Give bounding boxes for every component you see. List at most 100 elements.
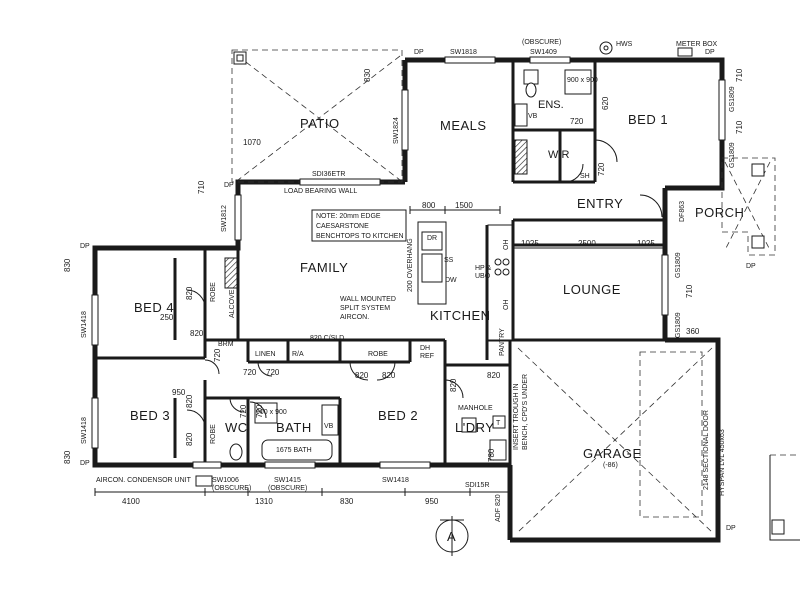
dim-720-ens: 720 xyxy=(570,117,584,126)
label-obscure-top: (OBSCURE) xyxy=(522,39,561,46)
label-sw1415: SW1415 xyxy=(274,477,301,484)
room-wir: WIR xyxy=(548,149,569,161)
label-brm: BRM xyxy=(218,341,234,348)
note-line-3: BENCHTOPS TO KITCHEN xyxy=(316,233,404,240)
porch-outline xyxy=(721,157,776,256)
door-swings xyxy=(186,139,663,429)
room-kitchen: KITCHEN xyxy=(430,308,491,323)
label-gs1809-c: GS1809 xyxy=(675,252,682,278)
note-line-2: CAESARSTONE xyxy=(316,223,369,230)
room-bath: BATH xyxy=(276,420,312,435)
label-pantry: PANTRY xyxy=(499,328,506,356)
dim-1500: 1500 xyxy=(455,201,473,210)
label-adf820: ADF 820 xyxy=(495,494,502,522)
label-dp-top: DP xyxy=(414,49,424,56)
room-bed4: BED 4 xyxy=(134,300,174,315)
dim-250: 250 xyxy=(160,313,174,322)
dim-950-b3: 950 xyxy=(172,388,186,397)
internal-walls xyxy=(95,62,665,465)
label-tub: 1675 BATH xyxy=(276,447,312,454)
dim-1025-a: 1025 xyxy=(521,239,539,248)
label-trough-2: BENCH, CPD'S UNDER xyxy=(522,374,529,450)
dimensions: 830 710 710 1070 710 800 1500 1025 2500 … xyxy=(63,68,744,506)
label-sdi15r: SDI15R xyxy=(465,482,490,489)
label-dp-bl: DP xyxy=(80,460,90,467)
label-sw1006: SW1006 xyxy=(212,477,239,484)
label-dp-porch: DP xyxy=(746,263,756,270)
patio-outline xyxy=(231,49,403,183)
label-obscure-2: (OBSCURE) xyxy=(268,485,307,492)
dim-1025-b: 1025 xyxy=(637,239,655,248)
label-gs1809-d: GS1809 xyxy=(675,312,682,338)
label-trough-1: INSERT TROUGH IN xyxy=(513,383,520,450)
label-sw1824: SW1824 xyxy=(393,117,400,144)
label-hp-ubo-1: HP & xyxy=(475,265,492,272)
dim-950: 950 xyxy=(425,497,439,506)
label-dp-meter: DP xyxy=(705,49,715,56)
dim-4100: 4100 xyxy=(122,497,140,506)
label-sdi36etr: SDI36ETR xyxy=(312,171,345,178)
label-dh: DH xyxy=(420,345,430,352)
kitchen-note: NOTE: 20mm EDGE CAESARSTONE BENCHTOPS TO… xyxy=(311,209,407,242)
dim-2500: 2500 xyxy=(578,239,596,248)
label-sw1418-b: SW1418 xyxy=(81,417,88,444)
label-ss: SS xyxy=(444,257,454,264)
dim-720-brm: 720 xyxy=(213,348,222,362)
label-obscure-1: (OBSCURE) xyxy=(212,485,251,492)
section-marker-letter: A xyxy=(447,529,456,544)
dim-780: 780 xyxy=(487,448,496,462)
room-labels: PATIO MEALS ENS. BED 1 WIR ENTRY PORCH F… xyxy=(130,99,744,469)
label-sw1418-bot: SW1418 xyxy=(382,477,409,484)
label-overhang: 200 OVERHANG xyxy=(407,238,414,292)
room-family: FAMILY xyxy=(300,260,348,275)
label-alcove: ALCOVE xyxy=(229,289,236,318)
label-split-3: AIRCON. xyxy=(340,314,369,321)
dim-1070: 1070 xyxy=(243,138,261,147)
room-ens: ENS. xyxy=(538,99,564,111)
label-gs1809-a: GS1809 xyxy=(729,86,736,112)
room-garage: GARAGE xyxy=(583,446,642,461)
label-linen: LINEN xyxy=(255,351,276,358)
dim-720-bath: 720 xyxy=(255,404,264,418)
dim-820-b2a: 820 xyxy=(355,371,369,380)
label-hyspan: HYSPAN LVL 450x63 xyxy=(719,429,726,496)
dim-830-left: 830 xyxy=(63,258,72,272)
garage-outline xyxy=(517,347,713,533)
dim-720-a: 720 xyxy=(243,368,257,377)
dim-820-b3b: 820 xyxy=(185,432,194,446)
dim-800: 800 xyxy=(422,201,436,210)
dim-830-bot: 830 xyxy=(63,450,72,464)
room-ldry: L'DRY xyxy=(455,420,494,435)
neighbour-fragment xyxy=(769,454,800,541)
label-sw1409: SW1409 xyxy=(530,49,557,56)
room-entry: ENTRY xyxy=(577,196,623,211)
room-bed1: BED 1 xyxy=(628,112,668,127)
dim-710-patio: 710 xyxy=(197,180,206,194)
room-bed3: BED 3 xyxy=(130,408,170,423)
windows xyxy=(91,56,726,469)
label-robe-bed2: ROBE xyxy=(368,351,388,358)
dim-820-b2b: 820 xyxy=(382,371,396,380)
label-vb-bath: VB xyxy=(324,423,334,430)
dim-820-b4b: 820 xyxy=(190,329,204,338)
dim-1310: 1310 xyxy=(255,497,273,506)
label-split-2: SPLIT SYSTEM xyxy=(340,305,390,312)
label-dp-bl2: DP xyxy=(80,243,90,250)
dim-830-b: 830 xyxy=(340,497,354,506)
section-marker: A xyxy=(435,516,469,556)
label-hws: HWS xyxy=(616,41,633,48)
fixtures xyxy=(195,41,693,487)
label-oh-1: OH xyxy=(503,240,510,251)
label-manhole: MANHOLE xyxy=(458,405,493,412)
label-dw: DW xyxy=(445,277,457,284)
dim-720-wc: 720 xyxy=(239,404,248,418)
room-bed2: BED 2 xyxy=(378,408,418,423)
dim-710-lounge: 710 xyxy=(685,284,694,298)
label-robe-bed3: ROBE xyxy=(210,424,217,444)
dim-710-mid: 710 xyxy=(735,120,744,134)
label-dp-br: DP xyxy=(726,525,736,532)
dim-830-top: 830 xyxy=(363,68,372,82)
room-porch: PORCH xyxy=(695,205,744,220)
room-lounge: LOUNGE xyxy=(563,282,621,297)
annotation-labels: DP SW1818 (OBSCURE) SW1409 HWS METER BOX… xyxy=(80,39,756,532)
